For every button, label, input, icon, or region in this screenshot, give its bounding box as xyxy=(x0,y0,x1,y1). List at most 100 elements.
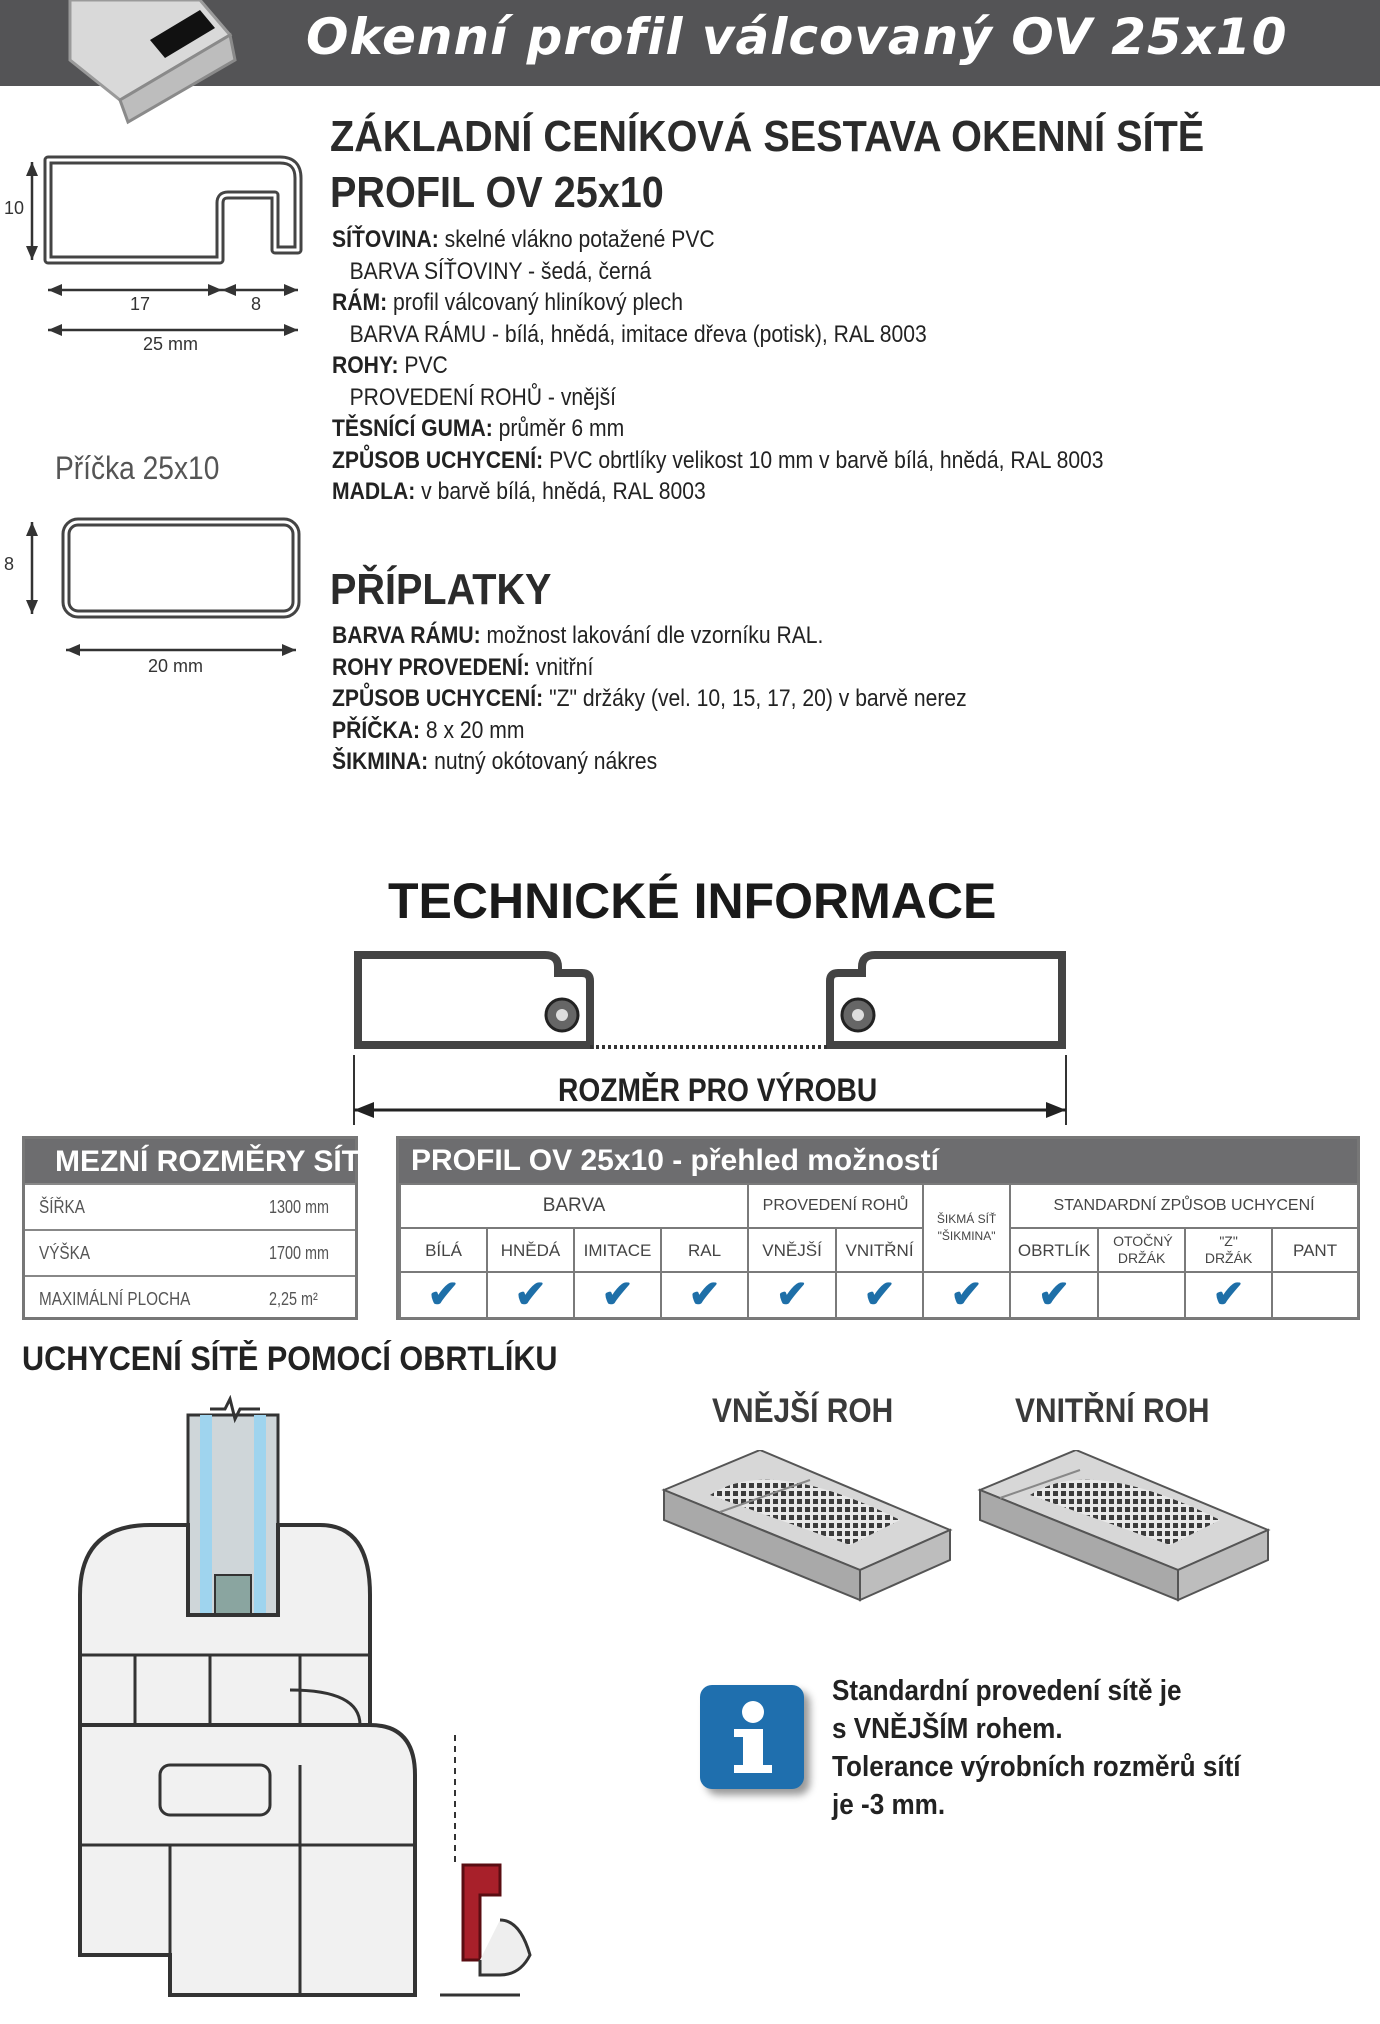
spec-label: MADLA: xyxy=(332,478,416,505)
info-line: je -3 mm. xyxy=(832,1789,946,1821)
spec-label: ROHY: xyxy=(332,352,399,379)
options-table: PROFIL OV 25x10 - přehled možností BARVA… xyxy=(396,1136,1360,1320)
spec-text: BARVA SÍŤOVINY - šedá, černá xyxy=(349,257,652,285)
limits-value: 1300 mm xyxy=(269,1197,330,1217)
inner-corner-label: VNITŘNÍ ROH xyxy=(1015,1392,1210,1430)
option-availability-cell: ✔ xyxy=(922,1271,1012,1319)
window-mounting-cross-section xyxy=(78,1395,532,1997)
option-availability-cell: ✔ xyxy=(659,1271,750,1319)
basic-set-spec-line: ROHY: PVC xyxy=(332,350,1104,382)
surcharge-spec-line: PŘÍČKA: 8 x 20 mm xyxy=(332,715,967,747)
spec-text: v barvě bílá, hnědá, RAL 8003 xyxy=(415,478,706,505)
option-availability-cell: ✔ xyxy=(747,1271,838,1319)
options-table-title: PROFIL OV 25x10 - přehled možností xyxy=(399,1139,1357,1183)
basic-set-spec-line: SÍŤOVINA: skelné vlákno potažené PVC xyxy=(332,224,1104,256)
spec-label: ŠIKMINA: xyxy=(332,748,429,775)
profile-dim-b-label: 8 xyxy=(251,294,262,314)
surcharges-title: PŘÍPLATKY xyxy=(330,565,552,614)
profile-illustration-icon xyxy=(68,0,237,125)
check-icon: ✔ xyxy=(514,1274,547,1316)
spec-text: PVC obrtlíky velikost 10 mm v barvě bílá… xyxy=(543,446,1104,474)
info-line: Standardní provedení sítě je xyxy=(832,1675,1182,1707)
limits-label: MAXIMÁLNÍ PLOCHA xyxy=(39,1289,191,1309)
option-column-header: VNĚJŠÍ xyxy=(747,1227,838,1273)
surcharges-spec-list: BARVA RÁMU: možnost lakování dle vzorník… xyxy=(332,620,1053,778)
spec-label: BARVA RÁMU: xyxy=(332,622,481,649)
outer-corner-label: VNĚJŠÍ ROH xyxy=(712,1392,894,1430)
spec-text: možnost lakování dle vzorníku RAL. xyxy=(480,622,824,649)
limits-value: 2,25 m² xyxy=(269,1289,318,1309)
option-availability-cell xyxy=(1097,1271,1187,1319)
spec-label: ROHY PROVEDENÍ: xyxy=(332,653,530,681)
spec-text: PVC xyxy=(398,352,448,379)
option-column-header: BÍLÁ xyxy=(399,1227,488,1273)
info-line: Tolerance výrobních rozměrů sítí xyxy=(832,1751,1241,1783)
spec-label: SÍŤOVINA: xyxy=(332,226,439,253)
basic-set-spec-line: TĚSNÍCÍ GUMA: průměr 6 mm xyxy=(332,413,1104,445)
surcharge-spec-line: BARVA RÁMU: možnost lakování dle vzorník… xyxy=(332,620,967,652)
option-availability-cell: ✔ xyxy=(1184,1271,1274,1319)
option-column-header: IMITACE xyxy=(573,1227,662,1273)
spec-text: 8 x 20 mm xyxy=(420,716,525,744)
option-availability-cell xyxy=(1271,1271,1360,1319)
option-availability-cell: ✔ xyxy=(835,1271,925,1319)
option-column-header: OBRTLÍK xyxy=(1009,1227,1100,1273)
profile-height-label: 10 xyxy=(4,198,25,218)
option-column-header: VNITŘNÍ xyxy=(835,1227,925,1273)
spec-text: nutný okótovaný nákres xyxy=(428,748,658,775)
option-column-header: HNĚDÁ xyxy=(486,1227,575,1273)
basic-set-spec-line: BARVA RÁMU - bílá, hnědá, imitace dřeva … xyxy=(332,319,1104,351)
spec-text: "Z" držáky (vel. 10, 15, 17, 20) v barvě… xyxy=(543,685,967,712)
profile-dim-a-label: 17 xyxy=(130,294,151,314)
surcharge-spec-line: ROHY PROVEDENÍ: vnitřní xyxy=(332,652,967,684)
option-column-header: RAL xyxy=(659,1227,750,1273)
info-line: s VNĚJŠÍM rohem. xyxy=(832,1713,1063,1745)
check-icon: ✔ xyxy=(688,1274,721,1316)
crossbar-cross-section-drawing xyxy=(26,517,301,656)
limits-label: VÝŠKA xyxy=(39,1243,91,1263)
profile-width-label: 25 mm xyxy=(143,334,199,354)
spec-text: PROVEDENÍ ROHŮ - vnější xyxy=(349,383,616,411)
spec-label: ZPŮSOB UCHYCENÍ: xyxy=(332,685,544,712)
basic-set-spec-line: MADLA: v barvě bílá, hnědá, RAL 8003 xyxy=(332,476,1104,508)
info-note: Standardní provedení sítě je s VNĚJŠÍM ro… xyxy=(832,1672,1286,1824)
basic-set-spec-line: PROVEDENÍ ROHŮ - vnější xyxy=(332,382,1104,414)
check-icon: ✔ xyxy=(1038,1274,1070,1316)
option-availability-cell: ✔ xyxy=(399,1271,488,1319)
option-availability-cell: ✔ xyxy=(573,1271,662,1319)
option-column-header: OTOČNÝ DRŽÁK xyxy=(1097,1227,1187,1273)
options-grid: BARVA PROVEDENÍ ROHŮ ŠIKMÁ SÍŤ "ŠIKMINA"… xyxy=(398,1183,1360,1319)
spec-text: BARVA RÁMU - bílá, hnědá, imitace dřeva … xyxy=(349,320,927,348)
basic-set-spec-line: BARVA SÍŤOVINY - šedá, černá xyxy=(332,256,1104,288)
technical-info-title: TECHNICKÉ INFORMACE xyxy=(388,873,997,929)
surcharge-spec-line: ZPŮSOB UCHYCENÍ: "Z" držáky (vel. 10, 15… xyxy=(332,683,967,715)
spec-label: RÁM: xyxy=(332,289,388,316)
spec-text: profil válcovaný hliníkový plech xyxy=(387,289,683,316)
check-icon: ✔ xyxy=(863,1274,896,1316)
option-column-header: PANT xyxy=(1271,1227,1360,1273)
check-icon: ✔ xyxy=(950,1274,983,1316)
check-icon: ✔ xyxy=(1212,1274,1245,1316)
check-icon: ✔ xyxy=(601,1274,634,1316)
limits-label: ŠÍŘKA xyxy=(39,1197,85,1217)
group-color: BARVA xyxy=(398,1183,750,1229)
limits-row: ŠÍŘKA 1300 mm xyxy=(25,1183,355,1229)
spec-label: PŘÍČKA: xyxy=(332,716,420,744)
crossbar-width-label: 20 mm xyxy=(148,656,204,676)
limits-row: MAXIMÁLNÍ PLOCHA 2,25 m² xyxy=(25,1275,355,1321)
surcharge-spec-line: ŠIKMINA: nutný okótovaný nákres xyxy=(332,746,967,778)
spec-text: skelné vlákno potažené PVC xyxy=(438,226,715,253)
basic-set-spec-line: ZPŮSOB UCHYCENÍ: PVC obrtlíky velikost 1… xyxy=(332,445,1104,477)
spec-text: vnitřní xyxy=(529,653,594,681)
group-corners: PROVEDENÍ ROHŮ xyxy=(747,1183,925,1229)
basic-set-title-line2: PROFIL OV 25x10 xyxy=(330,168,664,217)
option-availability-cell: ✔ xyxy=(1009,1271,1100,1319)
check-icon: ✔ xyxy=(776,1274,808,1316)
spec-text: průměr 6 mm xyxy=(492,415,625,442)
group-slanted: ŠIKMÁ SÍŤ "ŠIKMINA" xyxy=(922,1183,1012,1273)
mounting-title: UCHYCENÍ SÍTĚ POMOCÍ OBRTLÍKU xyxy=(22,1340,558,1378)
crossbar-title: Příčka 25x10 xyxy=(55,450,220,486)
